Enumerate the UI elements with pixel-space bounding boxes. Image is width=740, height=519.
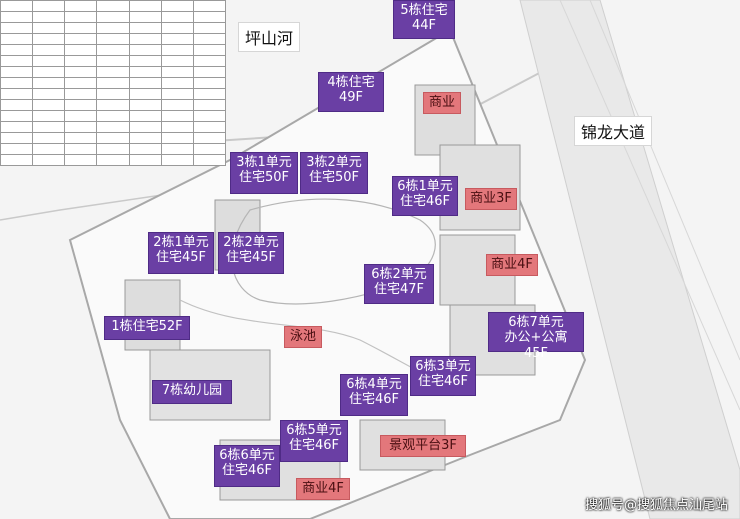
building-4-label: 4栋住宅 49F	[318, 72, 384, 112]
building-7-kindergarten-label: 7栋幼儿园	[152, 380, 232, 404]
road-label-pingshan: 坪山河	[238, 22, 301, 52]
building-6-unit-5-label: 6栋5单元 住宅46F	[280, 420, 348, 462]
building-3-unit-1-label: 3栋1单元 住宅50F	[230, 152, 298, 194]
building-6-unit-7-label: 6栋7单元 办公+公寓45F	[488, 312, 584, 361]
building-6-unit-3-label: 6栋3单元 住宅46F	[410, 356, 476, 396]
building-2-unit-1-label: 2栋1单元 住宅45F	[148, 232, 214, 274]
info-table	[0, 0, 227, 166]
building-6-unit-2-label: 6栋2单元 住宅47F	[364, 264, 434, 304]
building-6-unit-6-label: 6栋6单元 住宅46F	[214, 445, 280, 487]
building-6-unit-4-label: 6栋4单元 住宅46F	[340, 374, 408, 416]
commercial-4f-right-label: 商业4F	[486, 254, 538, 276]
watermark: 搜狐号@搜狐焦点汕尾站	[584, 498, 728, 513]
building-5-label: 5栋住宅 44F	[393, 0, 455, 39]
commercial-label-top: 商业	[423, 92, 461, 114]
commercial-4f-bottom-label: 商业4F	[296, 478, 350, 500]
viewing-platform-label: 景观平台3F	[380, 435, 466, 457]
building-6-unit-1-label: 6栋1单元 住宅46F	[392, 176, 458, 216]
building-2-unit-2-label: 2栋2单元 住宅45F	[218, 232, 284, 274]
pool-label: 泳池	[284, 326, 322, 348]
building-3-unit-2-label: 3栋2单元 住宅50F	[300, 152, 368, 194]
road-label-jinlong: 锦龙大道	[574, 116, 653, 146]
commercial-3f-label: 商业3F	[465, 188, 517, 210]
building-1-label: 1栋住宅52F	[104, 316, 190, 340]
